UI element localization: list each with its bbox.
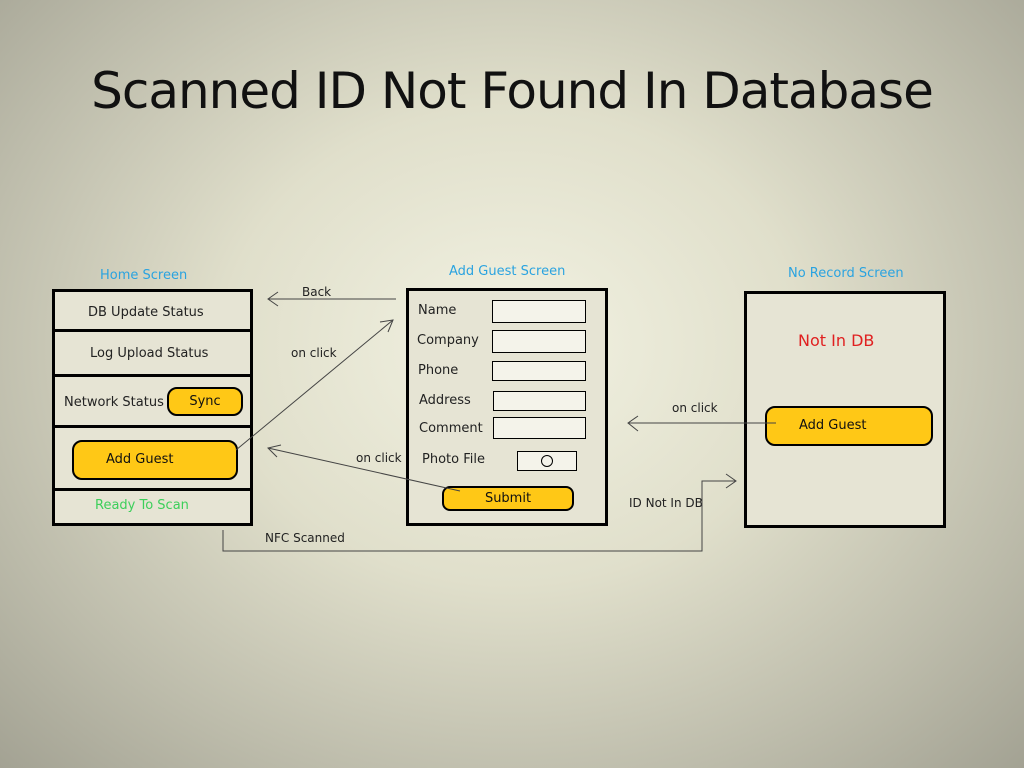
add-guest-button[interactable]: Add Guest (72, 440, 238, 480)
no-record-screen-label: No Record Screen (788, 266, 904, 281)
to-add-guest-arrow (235, 319, 394, 451)
on-click-label-2: on click (356, 451, 402, 465)
company-label: Company (417, 333, 479, 348)
ready-to-scan-status: Ready To Scan (95, 498, 189, 513)
no-record-screen: Not In DB Add Guest (744, 291, 946, 528)
address-label: Address (419, 393, 471, 408)
nfc-scanned-label: NFC Scanned (265, 531, 345, 545)
db-update-row: DB Update Status (55, 292, 250, 332)
nfc-arrowhead (725, 473, 737, 489)
submit-to-home-arrowhead (267, 444, 282, 458)
name-label: Name (418, 303, 457, 318)
back-arrowhead (267, 291, 279, 307)
no-record-arrowhead (627, 415, 639, 432)
photo-radio-icon (541, 455, 553, 467)
photo-file-label: Photo File (422, 452, 485, 467)
add-guest-screen-label: Add Guest Screen (449, 264, 566, 279)
submit-button[interactable]: Submit (442, 486, 574, 511)
network-status: Network Status (64, 395, 164, 410)
name-field[interactable] (492, 300, 586, 323)
comment-field[interactable] (493, 417, 586, 439)
network-row: Network Status Sync (55, 377, 250, 428)
phone-field[interactable] (492, 361, 586, 381)
submit-to-home-arrow (267, 447, 461, 492)
photo-file-picker[interactable] (517, 451, 577, 471)
no-record-add-guest-button[interactable]: Add Guest (765, 406, 933, 446)
slide-title: Scanned ID Not Found In Database (91, 62, 934, 120)
company-field[interactable] (492, 330, 586, 353)
nfc-scanned-path (222, 480, 736, 552)
back-label: Back (302, 285, 332, 299)
home-screen-label: Home Screen (100, 268, 188, 283)
log-upload-status: Log Upload Status (90, 346, 209, 361)
sync-button[interactable]: Sync (167, 387, 243, 416)
id-not-in-db-label: ID Not In DB (629, 496, 703, 510)
home-screen: DB Update Status Log Upload Status Netwo… (52, 289, 253, 526)
comment-label: Comment (419, 421, 483, 436)
to-add-guest-arrowhead (379, 319, 394, 333)
log-upload-row: Log Upload Status (55, 332, 250, 377)
on-click-label-1: on click (291, 346, 337, 360)
phone-label: Phone (418, 363, 459, 378)
address-field[interactable] (493, 391, 586, 411)
add-guest-row: Add Guest (55, 428, 250, 491)
db-update-status: DB Update Status (88, 305, 204, 320)
not-in-db-message: Not In DB (798, 331, 875, 350)
on-click-label-3: on click (672, 401, 718, 415)
